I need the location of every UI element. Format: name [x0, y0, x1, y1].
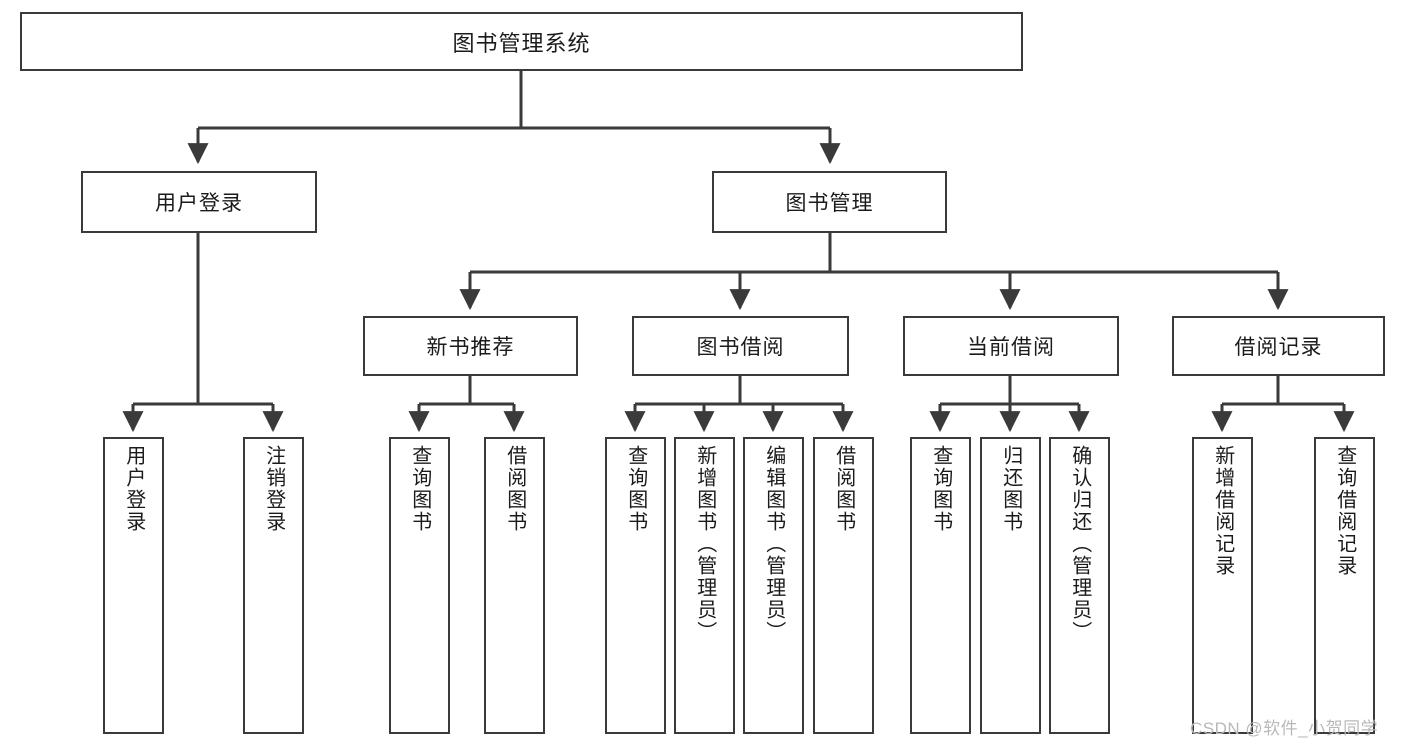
- leaf-query-book-borrow[interactable]: 查询图书: [605, 437, 666, 734]
- leaf-label: 确认归还（管理员）: [1068, 445, 1091, 643]
- leaf-label: 查询图书: [929, 445, 952, 533]
- leaf-label: 借阅图书: [503, 445, 526, 533]
- leaf-return-book[interactable]: 归还图书: [980, 437, 1041, 734]
- leaf-label: 借阅图书: [832, 445, 855, 533]
- leaf-borrow-book[interactable]: 借阅图书: [813, 437, 874, 734]
- node-new-book-recommend[interactable]: 新书推荐: [363, 316, 578, 376]
- leaf-label: 归还图书: [999, 445, 1022, 533]
- leaf-user-login[interactable]: 用户登录: [103, 437, 164, 734]
- leaf-query-book-current[interactable]: 查询图书: [910, 437, 971, 734]
- leaf-label: 新增借阅记录: [1211, 445, 1234, 577]
- leaf-label: 查询图书: [624, 445, 647, 533]
- leaf-add-borrow-record[interactable]: 新增借阅记录: [1192, 437, 1253, 734]
- leaf-confirm-return-admin[interactable]: 确认归还（管理员）: [1049, 437, 1110, 734]
- leaf-query-borrow-record[interactable]: 查询借阅记录: [1314, 437, 1375, 734]
- node-user-login[interactable]: 用户登录: [81, 171, 317, 233]
- leaf-label: 编辑图书（管理员）: [762, 445, 785, 643]
- leaf-logout[interactable]: 注销登录: [243, 437, 304, 734]
- leaf-add-book-admin[interactable]: 新增图书（管理员）: [674, 437, 735, 734]
- leaf-edit-book-admin[interactable]: 编辑图书（管理员）: [743, 437, 804, 734]
- leaf-label: 新增图书（管理员）: [693, 445, 716, 643]
- node-borrow-record[interactable]: 借阅记录: [1172, 316, 1385, 376]
- node-root-system[interactable]: 图书管理系统: [20, 12, 1023, 71]
- leaf-label: 用户登录: [122, 445, 145, 533]
- leaf-borrow-book-recommend[interactable]: 借阅图书: [484, 437, 545, 734]
- leaf-query-book-recommend[interactable]: 查询图书: [389, 437, 450, 734]
- node-book-borrow[interactable]: 图书借阅: [632, 316, 849, 376]
- node-current-borrow[interactable]: 当前借阅: [903, 316, 1119, 376]
- leaf-label: 注销登录: [262, 445, 285, 533]
- leaf-label: 查询借阅记录: [1333, 445, 1356, 577]
- node-book-manage[interactable]: 图书管理: [712, 171, 947, 233]
- leaf-label: 查询图书: [408, 445, 431, 533]
